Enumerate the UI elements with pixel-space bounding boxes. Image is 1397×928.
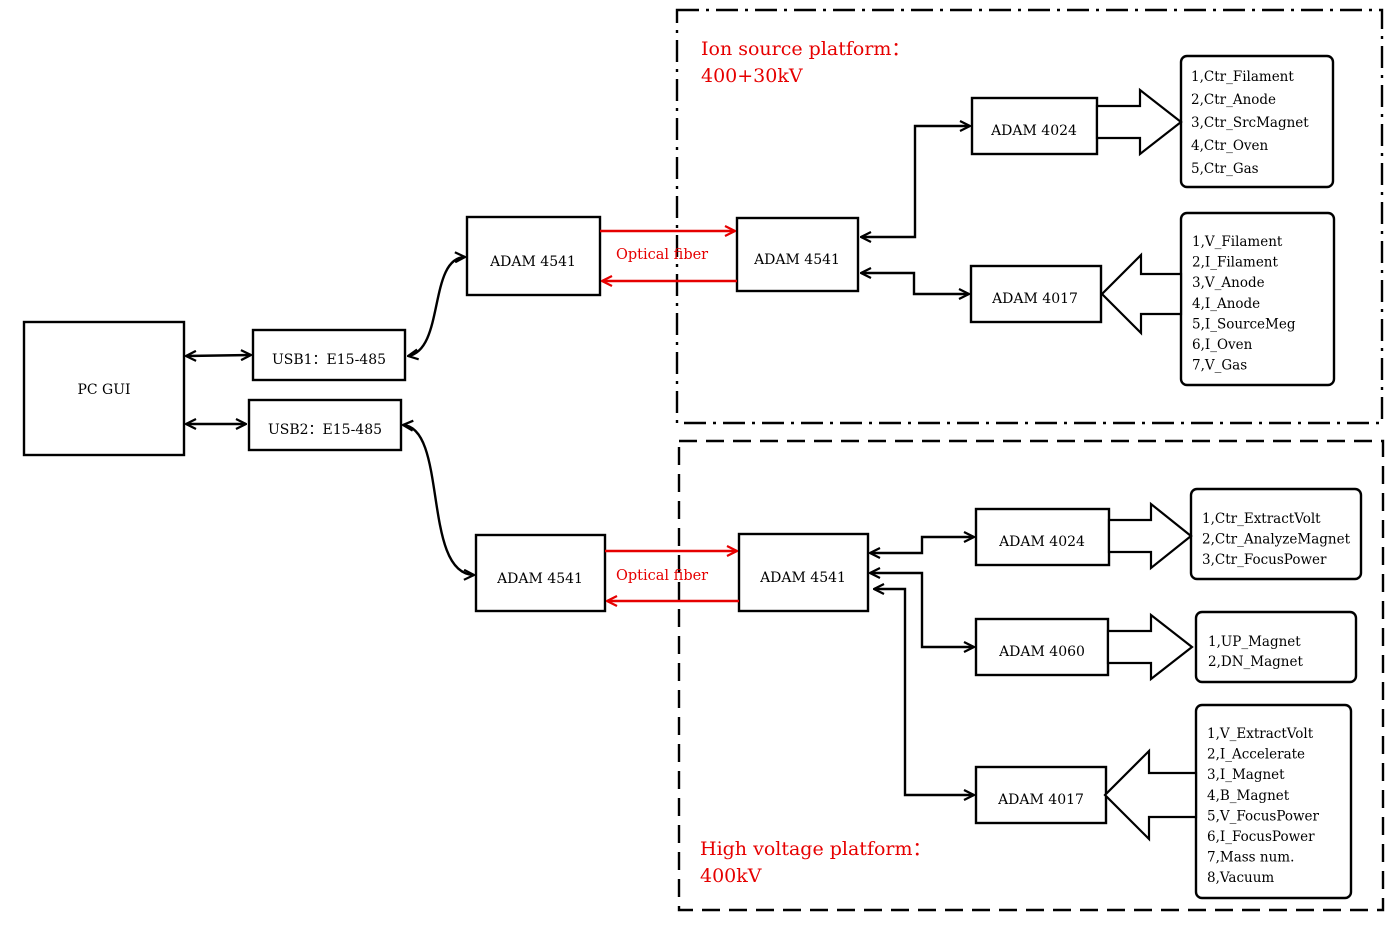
list-item: 8,Vacuum (1207, 870, 1274, 886)
list-item: 1,Ctr_Filament (1191, 69, 1294, 85)
list-item: 5,V_FocusPower (1207, 808, 1320, 824)
list-item: 3,V_Anode (1192, 275, 1265, 291)
list-item: 2,Ctr_AnalyzeMagnet (1202, 532, 1351, 548)
list-item: 3,Ctr_FocusPower (1202, 552, 1327, 568)
hv-output-block-arrow-4024 (1107, 501, 1193, 571)
hv-remote-4024-link (870, 537, 974, 553)
hv-adam-4541-remote: ADAM 4541 (737, 532, 870, 613)
list-item: 5,I_SourceMeg (1192, 316, 1296, 332)
ion-adam-4024-label: ADAM 4024 (990, 123, 1077, 139)
list-item: 7,V_Gas (1192, 358, 1247, 374)
hv-adam-4024-label: ADAM 4024 (998, 534, 1085, 550)
hv-control-list-4024: 1,Ctr_ExtractVolt 2,Ctr_AnalyzeMagnet 3,Ct… (1189, 487, 1363, 581)
hv-adam-4017: ADAM 4017 (974, 765, 1108, 825)
pc-gui-label: PC GUI (77, 382, 130, 398)
hv-adam-4541-host-label: ADAM 4541 (496, 571, 583, 587)
ion-platform-voltage: 400+30kV (701, 65, 803, 87)
hv-adam-4541-remote-label: ADAM 4541 (759, 570, 846, 586)
ion-remote-4024-link (861, 126, 970, 237)
list-item: 4,B_Magnet (1207, 788, 1290, 804)
list-item: 1,V_Filament (1192, 234, 1283, 250)
ion-adam-4541-host: ADAM 4541 (465, 215, 602, 297)
pc-usb1-link (186, 355, 251, 356)
usb1-box: USB1：E15-485 (251, 328, 407, 382)
hv-adam-4024: ADAM 4024 (974, 507, 1111, 567)
hv-output-block-arrow-4060 (1106, 612, 1194, 682)
ion-adam-4024: ADAM 4024 (970, 96, 1099, 156)
pc-gui-box: PC GUI (22, 320, 186, 457)
list-item: 4,Ctr_Oven (1191, 138, 1269, 154)
hv-control-list-4060: 1,UP_Magnet 2,DN_Magnet (1194, 610, 1358, 684)
hv-remote-4017-link (874, 589, 974, 795)
high-voltage-platform-frame (677, 439, 1385, 912)
ion-adam-4017: ADAM 4017 (969, 264, 1103, 324)
ion-adam-4541-remote: ADAM 4541 (735, 216, 860, 293)
hv-measure-list: 1,V_ExtractVolt 2,I_Accelerate 3,I_Magnet 4… (1194, 703, 1353, 900)
ion-input-block-arrow (1100, 252, 1183, 336)
list-item: 3,I_Magnet (1207, 767, 1285, 783)
list-item: 1,UP_Magnet (1208, 634, 1301, 650)
ion-platform-title: Ion source platform： (701, 38, 910, 60)
ion-fiber-label: Optical fiber (616, 247, 708, 263)
hv-adam-4541-host: ADAM 4541 (474, 533, 607, 613)
ion-adam-4017-label: ADAM 4017 (991, 291, 1078, 307)
list-item: 6,I_FocusPower (1207, 829, 1315, 845)
usb2-hv-host-link (403, 425, 474, 575)
ion-control-list: 1,Ctr_Filament 2,Ctr_Anode 3,Ctr_SrcMagnet… (1179, 54, 1335, 189)
list-item: 2,I_Filament (1192, 255, 1278, 271)
list-item: 2,Ctr_Anode (1191, 92, 1276, 108)
usb1-ion-host-link (408, 257, 465, 356)
hv-input-block-arrow (1103, 748, 1198, 842)
hv-adam-4060-label: ADAM 4060 (998, 644, 1085, 660)
list-item: 1,Ctr_ExtractVolt (1202, 511, 1321, 527)
list-item: 6,I_Oven (1192, 337, 1253, 353)
hv-platform-title: High voltage platform： (700, 838, 932, 860)
ion-source-platform-frame (675, 8, 1384, 425)
list-item: 7,Mass num. (1207, 850, 1294, 866)
list-item: 1,V_ExtractVolt (1207, 726, 1314, 742)
ion-output-block-arrow (1095, 87, 1183, 157)
hv-adam-4060: ADAM 4060 (974, 617, 1110, 677)
hv-fiber-label: Optical fiber (616, 568, 708, 584)
list-item: 4,I_Anode (1192, 296, 1260, 312)
hv-adam-4017-label: ADAM 4017 (997, 792, 1084, 808)
ion-adam-4541-host-label: ADAM 4541 (489, 254, 576, 270)
ion-remote-4017-link (861, 273, 969, 294)
ion-adam-4541-remote-label: ADAM 4541 (753, 252, 840, 268)
list-item: 3,Ctr_SrcMagnet (1191, 115, 1309, 131)
list-item: 2,DN_Magnet (1208, 654, 1303, 670)
ion-measure-list: 1,V_Filament 2,I_Filament 3,V_Anode 4,I_Ano… (1179, 211, 1336, 387)
list-item: 5,Ctr_Gas (1191, 161, 1259, 177)
hv-platform-voltage: 400kV (700, 865, 762, 887)
usb2-box: USB2：E15-485 (247, 398, 403, 452)
usb1-label: USB1：E15-485 (272, 352, 386, 368)
list-item: 2,I_Accelerate (1207, 747, 1305, 763)
hv-remote-4060-link (870, 573, 974, 647)
usb2-label: USB2：E15-485 (268, 422, 382, 438)
